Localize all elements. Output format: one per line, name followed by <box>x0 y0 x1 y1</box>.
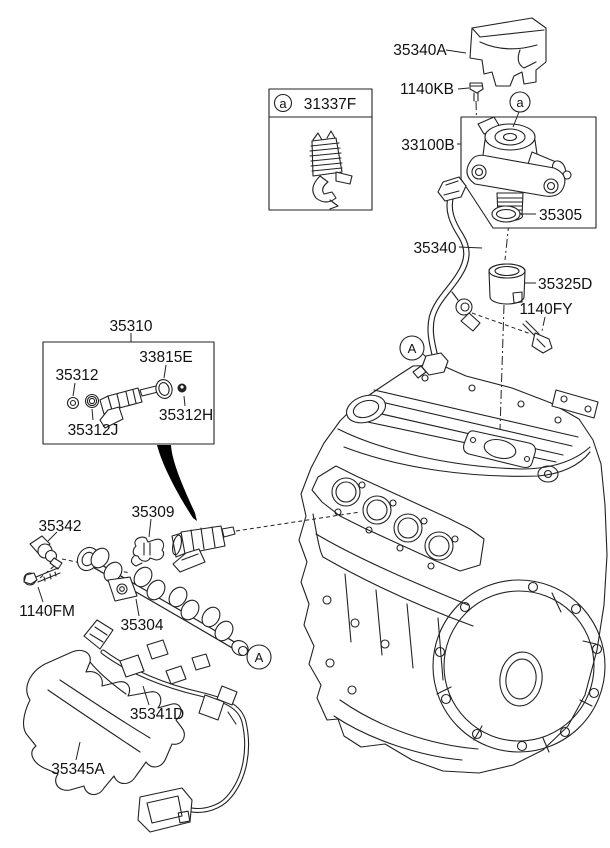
pump-oring-35305 <box>491 205 521 223</box>
label-1140kb: 1140KB <box>400 81 454 98</box>
kit-seal-35312 <box>66 396 80 410</box>
label-35312h: 35312H <box>159 407 213 424</box>
callout-letter-a-box: a <box>279 96 287 111</box>
label-35345a: 35345A <box>51 761 105 778</box>
leader-lines <box>37 49 536 761</box>
label-35325d: 35325D <box>538 276 592 293</box>
bellhousing-flange <box>432 579 606 753</box>
engine-illustration <box>298 364 608 774</box>
label-35305: 35305 <box>539 207 582 224</box>
callout-a-box <box>273 93 293 113</box>
pipe-clamp-bracket <box>451 291 481 332</box>
label-35312j: 35312J <box>68 422 119 439</box>
sensor-35342 <box>29 535 63 570</box>
rail-end-cap <box>231 640 249 657</box>
label-35342: 35342 <box>38 518 81 535</box>
label-1140fm: 1140FM <box>19 603 75 620</box>
callout-letter-A-pipe: A <box>408 341 417 356</box>
pipe-insulator-35325d <box>488 263 526 305</box>
harness-connectors <box>83 619 238 725</box>
callout-a-pump <box>509 91 531 113</box>
callouts <box>246 91 531 670</box>
injector-cups <box>90 547 234 642</box>
label-33100b: 33100B <box>401 137 454 154</box>
label-35341d: 35341D <box>130 706 184 723</box>
kit-ring-35312j <box>84 393 100 409</box>
injector-illustration <box>171 525 236 573</box>
retainer-clip-illustration <box>309 130 353 210</box>
kit-grommet-35312h <box>177 383 187 393</box>
label-1140fy: 1140FY <box>519 301 572 318</box>
harness-assembly <box>22 619 250 833</box>
label-35304: 35304 <box>120 617 163 634</box>
label-35312: 35312 <box>55 367 98 384</box>
clip-35309-illustration <box>130 536 165 567</box>
ref-box-31337f <box>268 88 373 211</box>
main-connector <box>137 787 193 833</box>
direction-arrow <box>157 445 197 521</box>
callout-letter-a-pump: a <box>516 95 524 110</box>
callout-letter-A-rail: A <box>255 650 264 665</box>
protector-35345a <box>22 649 185 796</box>
delivery-pipe-assembly <box>23 525 249 657</box>
pump-assembly <box>460 116 597 229</box>
high-pressure-pipe-assembly <box>412 176 553 379</box>
label-31337f: 31337F <box>304 96 357 113</box>
label-33815e: 33815E <box>139 349 192 366</box>
pump-mount-pad <box>463 430 536 469</box>
rail-mount-bracket <box>107 576 138 602</box>
kit-injector-illustration <box>99 385 164 429</box>
kit-oring-33815e <box>155 379 173 399</box>
label-35340: 35340 <box>413 240 456 257</box>
bolt-1140kb <box>469 82 484 102</box>
bolt-1140fy <box>522 320 553 354</box>
pipe-union-nuts <box>412 176 467 379</box>
label-35309: 35309 <box>131 504 174 521</box>
label-35310: 35310 <box>109 318 152 335</box>
injector-kit-box <box>42 341 215 445</box>
label-35340a: 35340A <box>393 42 447 59</box>
pump-cover <box>469 17 547 87</box>
part-labels: 35340A 1140KB 31337F 33100B 35305 35340 … <box>19 42 592 778</box>
bolt-1140fm <box>23 567 61 586</box>
callout-A-pipe <box>399 335 425 361</box>
callout-A-rail <box>246 644 272 670</box>
